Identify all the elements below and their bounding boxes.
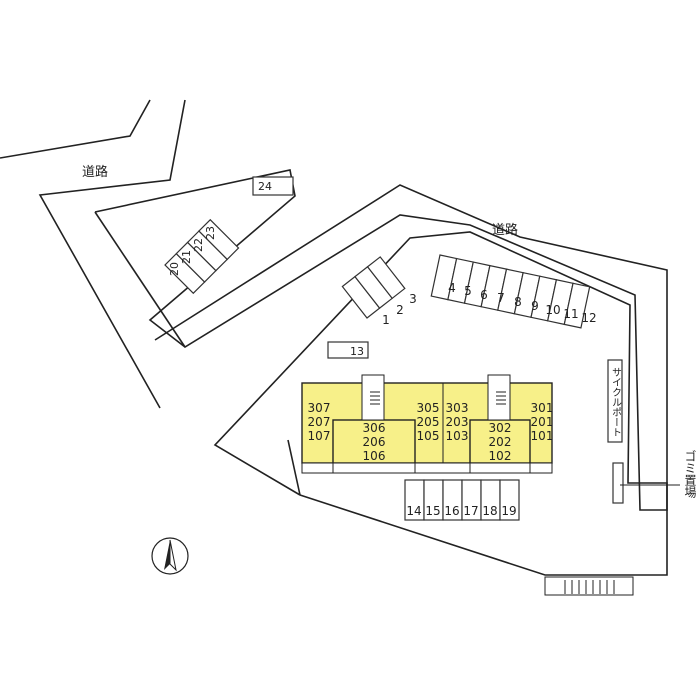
unit-number: 302 [489,421,512,435]
unit-number: 103 [446,429,469,443]
unit-number: 105 [417,429,440,443]
unit-number: 301 [531,401,554,415]
garbage-area [612,462,624,504]
parking-label: 17 [463,504,478,518]
parking-label: 6 [480,288,488,302]
unit-number: 102 [489,449,512,463]
road-edge [94,169,668,511]
road-edge [38,99,186,409]
parking-bottom [404,479,520,521]
parking-label: 2 [396,303,404,317]
parking-label: 14 [406,504,421,518]
garbage-label: ゴミ置場 [683,449,697,499]
unit-number: 207 [308,415,331,429]
unit-number: 307 [308,401,331,415]
parking-label: 3 [409,292,417,306]
unit-number: 202 [489,435,512,449]
road-edge [0,99,151,159]
lot-boundary [213,231,668,576]
cycle-port [607,359,623,443]
parking-left [164,218,240,295]
unit-number: 203 [446,415,469,429]
parking-label: 23 [204,226,217,240]
parking-label: 15 [425,504,440,518]
parking-label: 9 [531,299,539,313]
stair-icon [487,374,511,421]
parking-label: 24 [258,180,272,193]
parking-label: 10 [545,303,560,317]
unit-number: 206 [363,435,386,449]
parking-label: 20 [168,262,181,276]
lot-boundary [94,211,186,348]
unit-number: 106 [363,449,386,463]
parking-top [341,256,406,319]
unit-number: 305 [417,401,440,415]
parking-space-24 [252,176,294,196]
unit-number: 107 [308,429,331,443]
stair-icon [361,374,385,421]
apartment-building [301,374,553,474]
unit-number: 306 [363,421,386,435]
parking-label: 16 [444,504,459,518]
parking-label: 8 [514,295,522,309]
parking-label: 13 [350,345,364,358]
parking-label: 19 [501,504,516,518]
parking-label: 4 [448,281,456,295]
parking-label: 1 [382,313,390,327]
entrance-steps [544,576,634,596]
parking-label: 22 [192,238,205,252]
parking-label: 12 [581,311,596,325]
parking-label: 21 [180,250,193,264]
cycle-port-label: サイクルポート [610,367,622,437]
road-label: 道路 [82,164,108,180]
road-label: 道路 [492,222,518,238]
unit-number: 201 [531,415,554,429]
parking-label: 5 [464,284,472,298]
unit-number: 205 [417,415,440,429]
parking-label: 18 [482,504,497,518]
parking-label: 11 [563,307,578,321]
unit-number: 101 [531,429,554,443]
north-arrow-icon [151,537,189,575]
parking-label: 7 [497,291,505,305]
parking-space-13 [327,341,369,359]
parking-row [430,254,591,329]
unit-number: 303 [446,401,469,415]
